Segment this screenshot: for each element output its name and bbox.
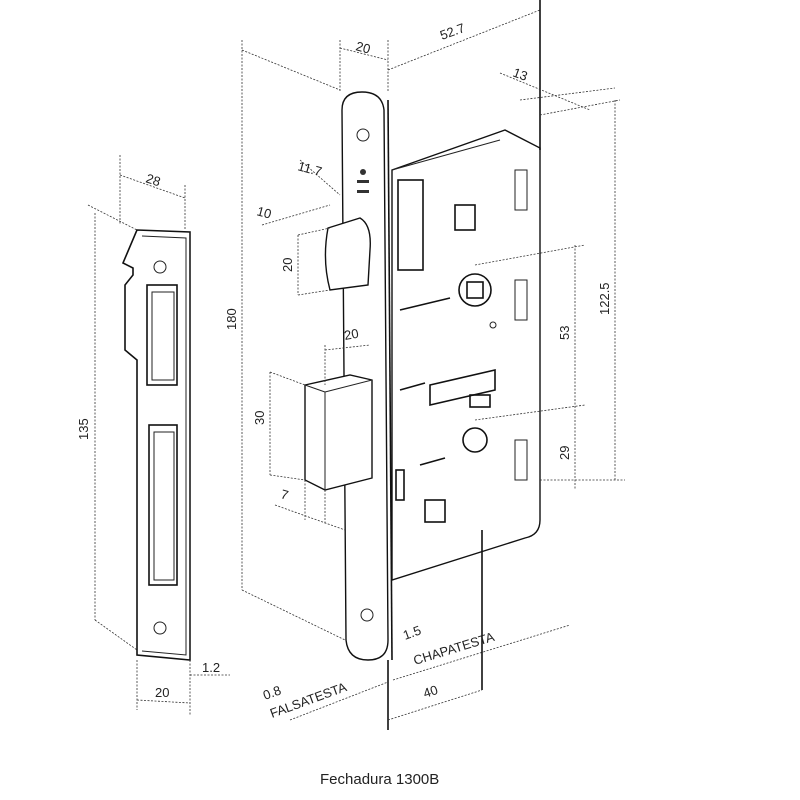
- dim-body-width: 40: [421, 682, 439, 701]
- lock-body: [391, 129, 541, 581]
- dim-body-height: 122.5: [597, 282, 612, 315]
- drawing-title: Fechadura 1300B: [320, 771, 439, 788]
- dead-bolt: [304, 374, 373, 491]
- dim-faceplate-thickness: 0.8: [261, 683, 283, 703]
- label-chapatesta: CHAPATESTA: [411, 629, 496, 668]
- dim-total-height: 180: [224, 308, 239, 330]
- dim-strike-height: 135: [76, 418, 91, 440]
- label-falsatesta: FALSATESTA: [268, 679, 349, 721]
- dim-chapa-thickness: 1.5: [401, 623, 423, 643]
- dim-offset-13: 13: [511, 65, 530, 84]
- dim-strike-width: 28: [144, 171, 162, 190]
- dim-bolt-projection: 20: [343, 326, 360, 343]
- dim-strike-thickness: 1.2: [202, 660, 220, 675]
- dim-key-to-bottom: 29: [557, 446, 572, 460]
- lock-dimensions: [241, 0, 625, 730]
- dim-backset-width: 20: [354, 38, 372, 56]
- dim-bolt-offset: 7: [279, 486, 290, 502]
- dim-latch-projection: 11.7: [296, 158, 323, 179]
- dim-latch-offset: 10: [255, 203, 273, 221]
- latch-bolt: [324, 217, 371, 291]
- dim-handle-to-key: 53: [557, 326, 572, 340]
- dim-bolt-height: 30: [252, 411, 267, 425]
- strike-dimensions: [87, 155, 230, 715]
- strike-plate: [121, 229, 191, 661]
- dim-strike-depth: 20: [155, 685, 169, 700]
- dim-latch-height: 20: [280, 258, 295, 272]
- dim-depth: 52.7: [438, 20, 467, 43]
